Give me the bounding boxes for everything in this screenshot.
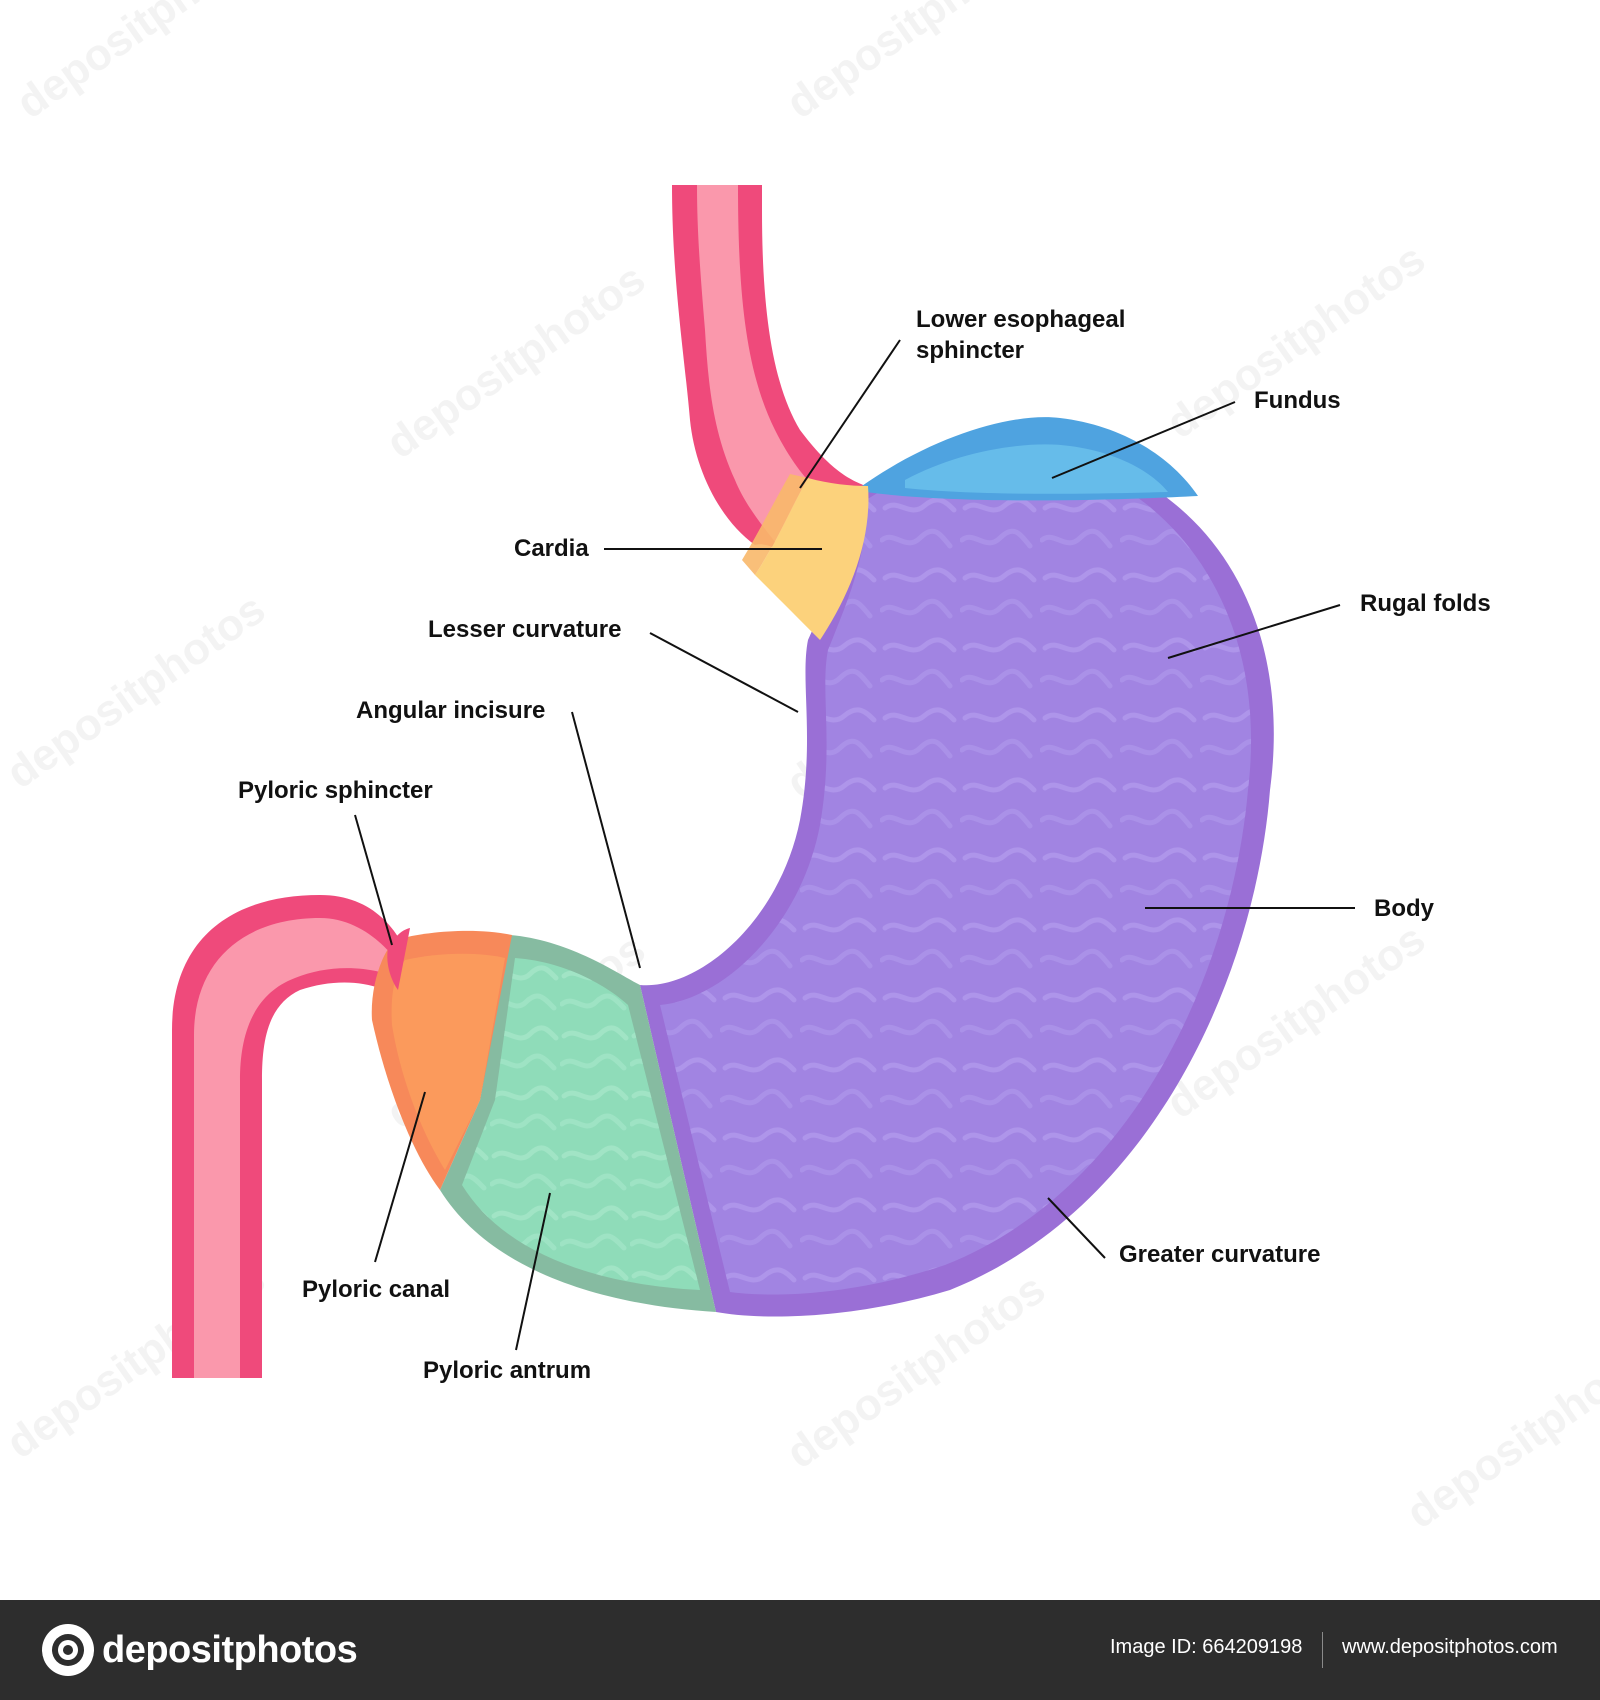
- label-pyloric-canal: Pyloric canal: [302, 1276, 450, 1303]
- leader-line-pyloric-antrum: [515, 1192, 551, 1351]
- watermark-text: depositphotos: [378, 254, 654, 468]
- depositphotos-logo-icon: [42, 1624, 94, 1676]
- brand-name: depositphotos: [102, 1628, 358, 1671]
- site-url-link[interactable]: www.depositphotos.com: [1342, 1636, 1558, 1658]
- image-id: Image ID: 664209198: [1110, 1636, 1303, 1658]
- duodenum-inner-lumen: [194, 918, 392, 1378]
- label-les-line2: sphincter: [916, 337, 1024, 364]
- footer-bar: depositphotos Image ID: 664209198 www.de…: [0, 1600, 1600, 1700]
- watermark-text: depositphotos: [8, 0, 284, 128]
- label-angular-incisure: Angular incisure: [356, 697, 545, 724]
- label-pyloric-antrum: Pyloric antrum: [423, 1357, 591, 1384]
- label-cardia: Cardia: [514, 535, 589, 562]
- brand-link[interactable]: depositphotos: [40, 1622, 358, 1678]
- pyloric-sphincter: [387, 928, 410, 990]
- label-body: Body: [1374, 895, 1435, 922]
- esophagus-inner-lumen: [697, 185, 815, 560]
- stomach-pylorus: [391, 953, 505, 1170]
- watermark-text: depositphotos: [778, 0, 1054, 128]
- duodenum: [172, 895, 400, 1378]
- stomach-cardia: [755, 478, 869, 640]
- label-greater-curvature: Greater curvature: [1119, 1241, 1320, 1268]
- label-pyloric-sphincter: Pyloric sphincter: [238, 777, 433, 804]
- leader-lines: [354, 339, 1355, 1351]
- leader-line-rugal-folds: [1167, 604, 1341, 659]
- leader-line-pyloric-sphincter: [354, 814, 393, 946]
- stomach: [371, 417, 1274, 1317]
- stomach-body-rugae: [660, 445, 1252, 1295]
- leader-line-les: [799, 339, 901, 489]
- label-les-line1: Lower esophageal: [916, 306, 1125, 333]
- stomach-anatomy-diagram: depositphotos depositphotos depositphoto…: [0, 0, 1600, 1538]
- label-fundus: Fundus: [1254, 387, 1341, 414]
- leader-line-lesser-curvature: [649, 632, 799, 713]
- leader-line-pyloric-canal: [374, 1091, 426, 1263]
- leader-line-angular-incisure: [571, 711, 641, 969]
- watermark-text: depositphotos: [1398, 1324, 1600, 1538]
- stomach-antrum-rugae: [462, 958, 700, 1290]
- labels: Lower esophageal sphincter Fundus Cardia…: [238, 306, 1491, 1384]
- leader-line-fundus: [1051, 401, 1236, 479]
- leader-line-greater-curvature: [1047, 1197, 1106, 1259]
- label-lesser-curvature: Lesser curvature: [428, 616, 621, 643]
- watermark-text: depositphotos: [0, 584, 274, 798]
- label-rugal-folds: Rugal folds: [1360, 590, 1491, 617]
- footer-divider: [1322, 1632, 1323, 1668]
